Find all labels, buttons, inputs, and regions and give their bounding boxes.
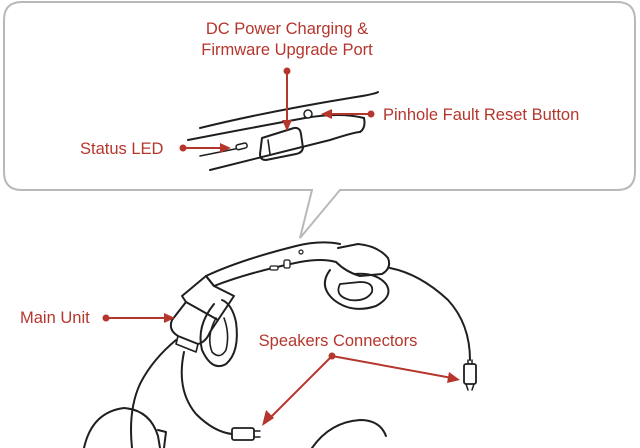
- callout-leaders: [179, 67, 375, 153]
- speakers-connectors-label: Speakers Connectors: [259, 332, 418, 350]
- right-speaker-connector: [463, 363, 477, 385]
- callout-detail-unit: [187, 91, 379, 171]
- dc-port-label-line2: Firmware Upgrade Port: [201, 41, 373, 59]
- left-speaker-connector: [231, 427, 255, 441]
- pinhole-reset-label: Pinhole Fault Reset Button: [383, 106, 579, 124]
- dc-port-label-line1: DC Power Charging &: [206, 20, 368, 38]
- dc-port-detail: [259, 126, 304, 161]
- status-led-detail: [235, 142, 248, 151]
- speakers-connectors-leaders: [262, 352, 460, 426]
- status-led-label: Status LED: [80, 140, 164, 158]
- callout-bubble: [3, 1, 636, 239]
- main-unit-leader: [102, 313, 175, 323]
- main-unit-label: Main Unit: [20, 309, 90, 327]
- pinhole-detail: [303, 109, 313, 119]
- headset-illustration: [83, 241, 477, 448]
